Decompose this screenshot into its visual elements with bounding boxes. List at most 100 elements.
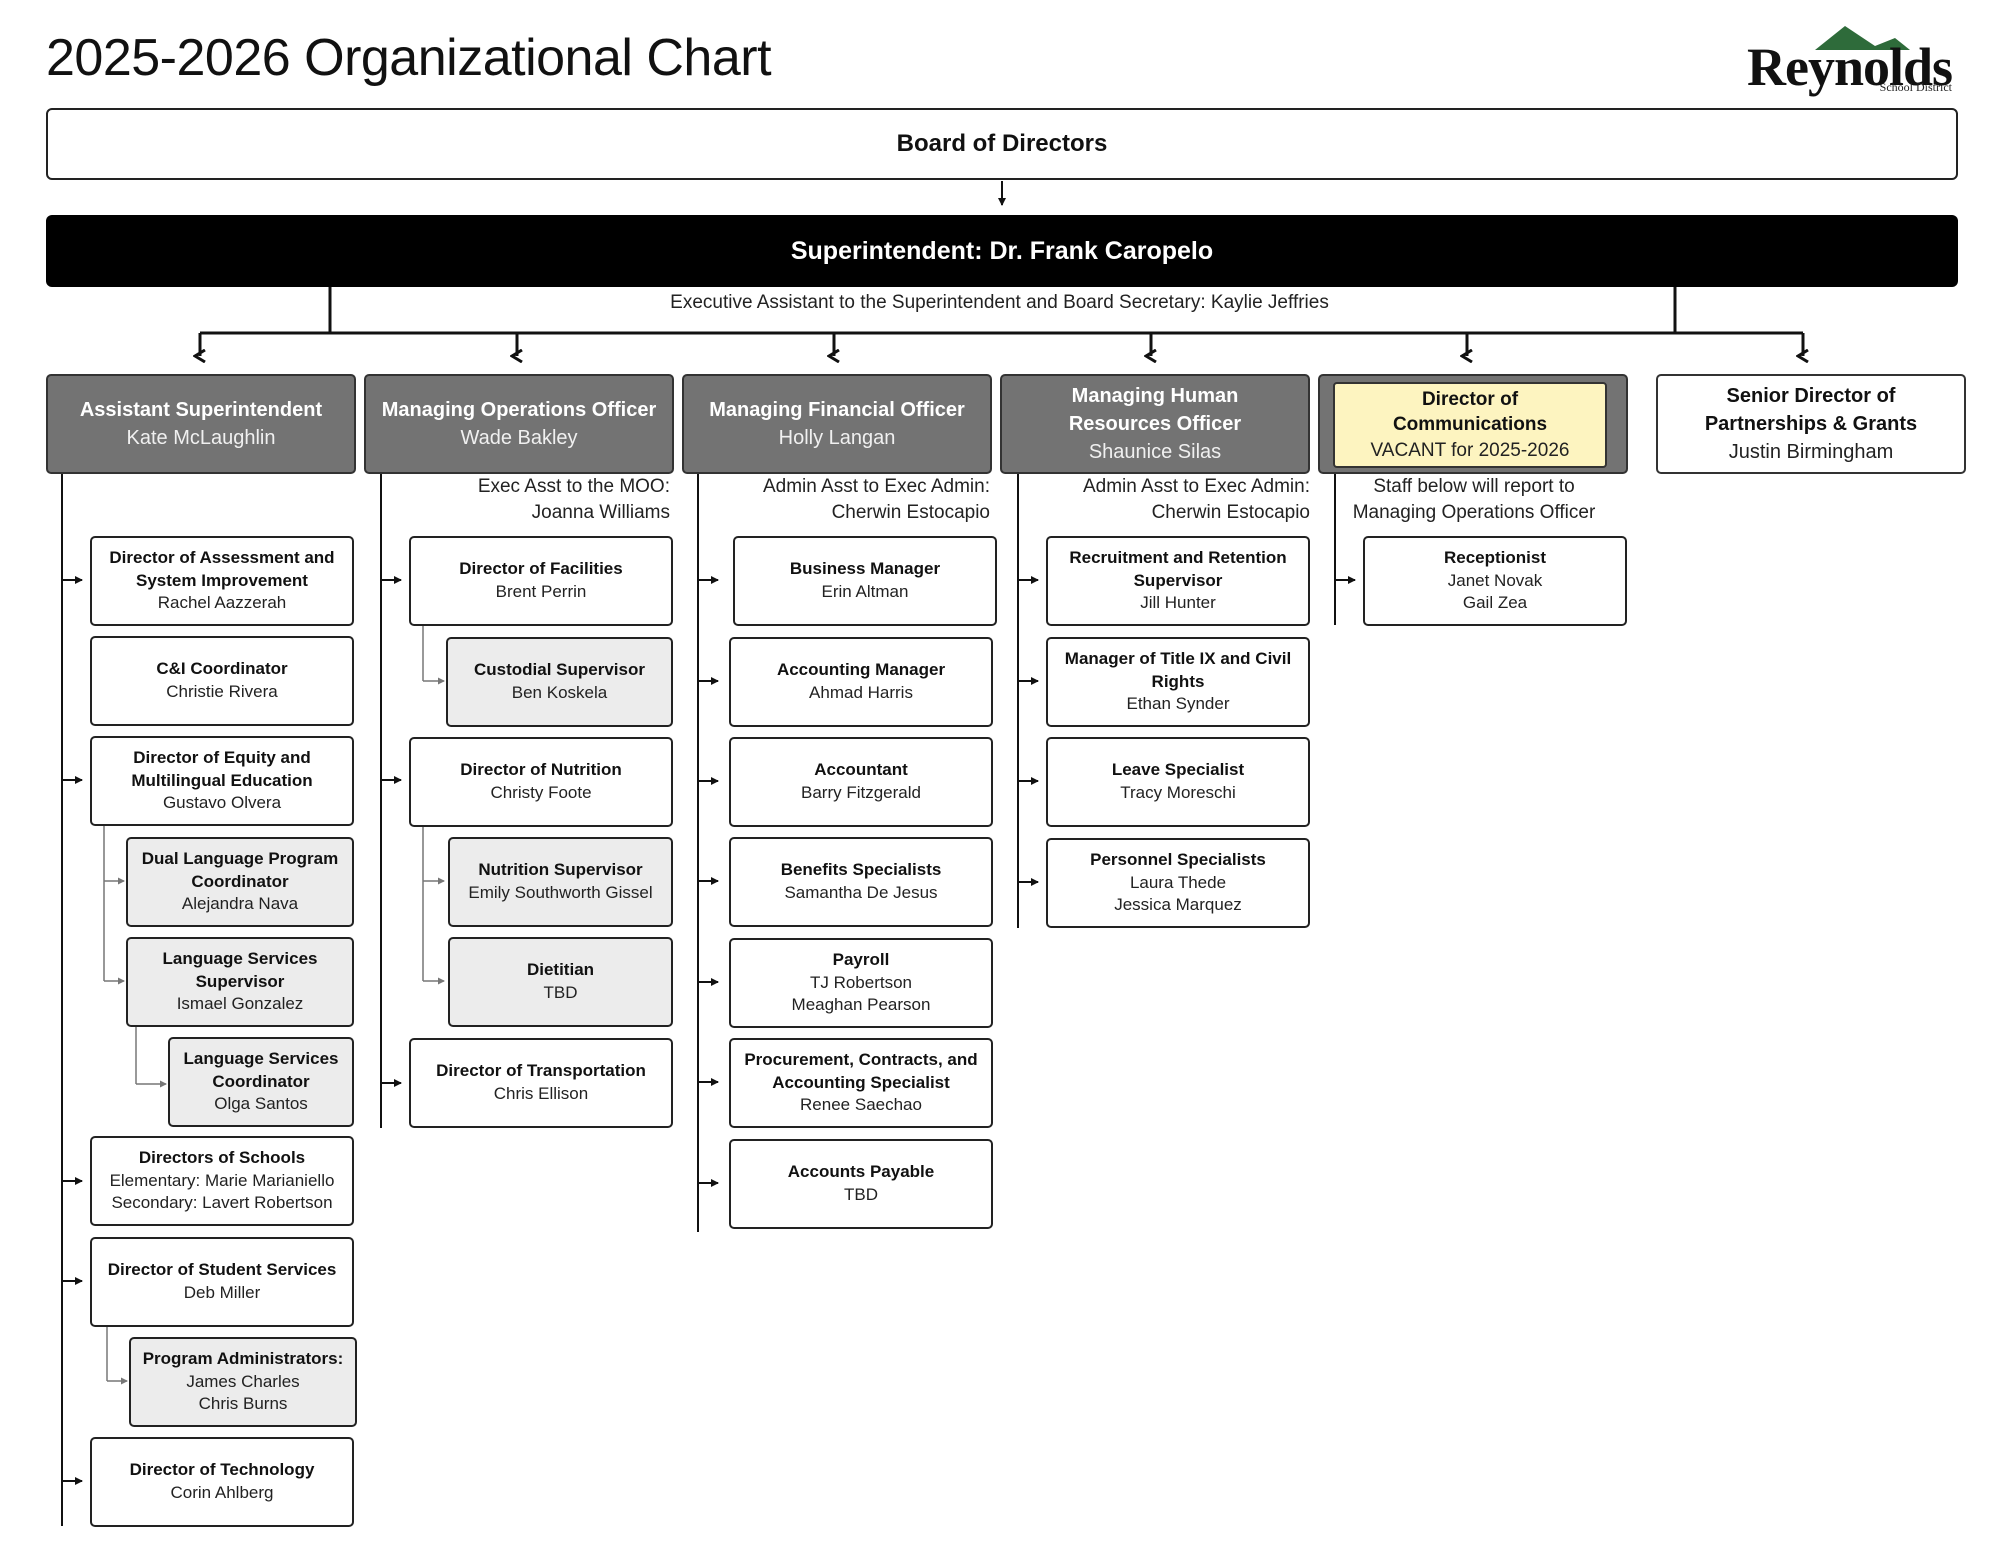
- head-name: Holly Langan: [778, 427, 896, 449]
- box-title: Accounts Payable: [787, 1162, 935, 1182]
- language-services-coordinator-box[interactable]: Language Services Coordinator Olga Santo…: [168, 1037, 354, 1127]
- benefits-specialists-box[interactable]: Benefits Specialists Samantha De Jesus: [729, 837, 993, 927]
- director-equity-box[interactable]: Director of Equity and Multilingual Educ…: [90, 736, 354, 826]
- procurement-specialist-box[interactable]: Procurement, Contracts, and Accounting S…: [729, 1038, 993, 1128]
- box-title: Personnel Specialists: [1090, 849, 1266, 869]
- box-title: Accountant: [814, 760, 908, 780]
- box-name: Janet Novak: [1447, 570, 1543, 590]
- reynolds-logo: Reynolds School District: [1745, 22, 1960, 98]
- managing-hr-officer-box[interactable]: Managing Human Resources Officer Shaunic…: [1000, 374, 1310, 474]
- managing-financial-officer-box[interactable]: Managing Financial Officer Holly Langan: [682, 374, 992, 474]
- box-title: Accounting Manager: [776, 660, 946, 680]
- managing-operations-officer-box[interactable]: Managing Operations Officer Wade Bakley: [364, 374, 674, 474]
- senior-director-partnerships-box[interactable]: Senior Director of Partnerships & Grants…: [1656, 374, 1966, 474]
- head-title: Managing Financial Officer: [709, 399, 965, 421]
- note-line: Joanna Williams: [531, 501, 670, 523]
- payroll-box[interactable]: Payroll TJ Robertson Meaghan Pearson: [729, 938, 993, 1028]
- head-title: Resources Officer: [1068, 413, 1242, 435]
- box-title: C&I Coordinator: [156, 659, 288, 679]
- box-name: Erin Altman: [821, 582, 909, 601]
- vacant-communications-box[interactable]: Director of Communications VACANT for 20…: [1333, 382, 1607, 468]
- box-name: Gail Zea: [1462, 593, 1528, 613]
- nutrition-supervisor-box[interactable]: Nutrition Supervisor Emily Southworth Gi…: [448, 837, 673, 927]
- leave-specialist-box[interactable]: Leave Specialist Tracy Moreschi: [1046, 737, 1310, 827]
- box-title: Director of Nutrition: [460, 760, 622, 780]
- logo-subtitle: School District: [1879, 80, 1952, 94]
- box-name: TBD: [844, 1185, 878, 1204]
- head-name: Kate McLaughlin: [126, 427, 276, 449]
- dual-language-coordinator-box[interactable]: Dual Language Program Coordinator Alejan…: [126, 837, 354, 927]
- box-name: Chris Ellison: [493, 1084, 589, 1103]
- director-student-services-box[interactable]: Director of Student Services Deb Miller: [90, 1237, 354, 1327]
- box-title: Language Services: [162, 948, 318, 968]
- box-name: Laura Thede: [1129, 872, 1227, 892]
- mfo-assistant-note: Admin Asst to Exec Admin: Cherwin Estoca…: [680, 474, 990, 525]
- logo-wordmark: Reynolds: [1747, 37, 1953, 97]
- box-name: Renee Saechao: [800, 1095, 922, 1115]
- note-line: Admin Asst to Exec Admin:: [762, 476, 990, 497]
- box-title: Language Services: [183, 1048, 339, 1068]
- title-ix-manager-box[interactable]: Manager of Title IX and Civil Rights Eth…: [1046, 637, 1310, 727]
- box-title: Procurement, Contracts, and: [744, 1049, 978, 1069]
- assistant-superintendent-box[interactable]: Assistant Superintendent Kate McLaughlin: [46, 374, 356, 474]
- accounts-payable-box[interactable]: Accounts Payable TBD: [729, 1139, 993, 1229]
- head-title: Assistant Superintendent: [79, 399, 323, 421]
- box-title: Director of Student Services: [107, 1260, 337, 1280]
- box-name: TJ Robertson: [809, 972, 913, 992]
- director-assessment-box[interactable]: Director of Assessment and System Improv…: [90, 536, 354, 626]
- box-name: Christie Rivera: [166, 682, 278, 701]
- ci-coordinator-box[interactable]: C&I Coordinator Christie Rivera: [90, 636, 354, 726]
- box-title: Accounting Specialist: [772, 1072, 950, 1092]
- box-title: Director of Technology: [129, 1460, 315, 1480]
- custodial-supervisor-box[interactable]: Custodial Supervisor Ben Koskela: [446, 637, 673, 727]
- box-title: System Improvement: [136, 570, 308, 590]
- box-title: Director of Transportation: [436, 1061, 646, 1081]
- director-technology-box[interactable]: Director of Technology Corin Ahlberg: [90, 1437, 354, 1527]
- note-line: Cherwin Estocapio: [1151, 501, 1310, 523]
- accounting-manager-box[interactable]: Accounting Manager Ahmad Harris: [729, 637, 993, 727]
- dietitian-box[interactable]: Dietitian TBD: [448, 937, 673, 1027]
- note-line: Staff below will report to: [1373, 476, 1575, 497]
- director-nutrition-box[interactable]: Director of Nutrition Christy Foote: [409, 737, 673, 827]
- personnel-specialists-box[interactable]: Personnel Specialists Laura Thede Jessic…: [1046, 838, 1310, 928]
- box-name: Ethan Synder: [1126, 694, 1230, 714]
- box-name: Jill Hunter: [1140, 593, 1216, 613]
- box-name: Ismael Gonzalez: [176, 994, 304, 1014]
- box-title: Payroll: [832, 949, 890, 969]
- recruitment-supervisor-box[interactable]: Recruitment and Retention Supervisor Jil…: [1046, 536, 1310, 626]
- box-name: Deb Miller: [183, 1283, 261, 1302]
- director-transportation-box[interactable]: Director of Transportation Chris Ellison: [409, 1038, 673, 1128]
- business-manager-box[interactable]: Business Manager Erin Altman: [733, 536, 997, 626]
- box-title: Benefits Specialists: [780, 860, 942, 880]
- box-name: Brent Perrin: [495, 582, 587, 601]
- box-name: James Charles: [186, 1371, 300, 1391]
- moo-assistant-note: Exec Asst to the MOO: Joanna Williams: [360, 474, 670, 525]
- note-line: Exec Asst to the MOO:: [477, 476, 670, 497]
- superintendent-box[interactable]: Superintendent: Dr. Frank Caropelo: [46, 215, 1958, 287]
- box-name: Corin Ahlberg: [170, 1483, 274, 1502]
- box-name: Barry Fitzgerald: [801, 783, 921, 802]
- vacancy-status: VACANT for 2025-2026: [1370, 439, 1570, 461]
- program-administrators-box[interactable]: Program Administrators: James Charles Ch…: [129, 1337, 357, 1427]
- board-label: Board of Directors: [896, 129, 1108, 157]
- box-name: Ahmad Harris: [809, 683, 913, 702]
- accountant-box[interactable]: Accountant Barry Fitzgerald: [729, 737, 993, 827]
- box-title: Director of Facilities: [459, 559, 623, 579]
- director-facilities-box[interactable]: Director of Facilities Brent Perrin: [409, 536, 673, 626]
- box-title: Coordinator: [191, 871, 289, 891]
- box-title: Multilingual Education: [131, 770, 313, 790]
- receptionist-box[interactable]: Receptionist Janet Novak Gail Zea: [1363, 536, 1627, 626]
- box-title: Directors of Schools: [138, 1147, 306, 1167]
- box-name: Jessica Marquez: [1114, 895, 1242, 915]
- box-title: Program Administrators:: [142, 1348, 344, 1368]
- box-title: Rights: [1151, 671, 1205, 691]
- board-of-directors[interactable]: Board of Directors: [46, 108, 1958, 180]
- box-name: Tracy Moreschi: [1120, 783, 1236, 802]
- box-title: Leave Specialist: [1111, 760, 1245, 780]
- box-title: Director of Assessment and: [109, 547, 335, 567]
- language-services-supervisor-box[interactable]: Language Services Supervisor Ismael Gonz…: [126, 937, 354, 1027]
- box-title: Coordinator: [212, 1071, 310, 1091]
- box-title: Nutrition Supervisor: [478, 860, 643, 880]
- directors-of-schools-box[interactable]: Directors of Schools Elementary: Marie M…: [90, 1136, 354, 1226]
